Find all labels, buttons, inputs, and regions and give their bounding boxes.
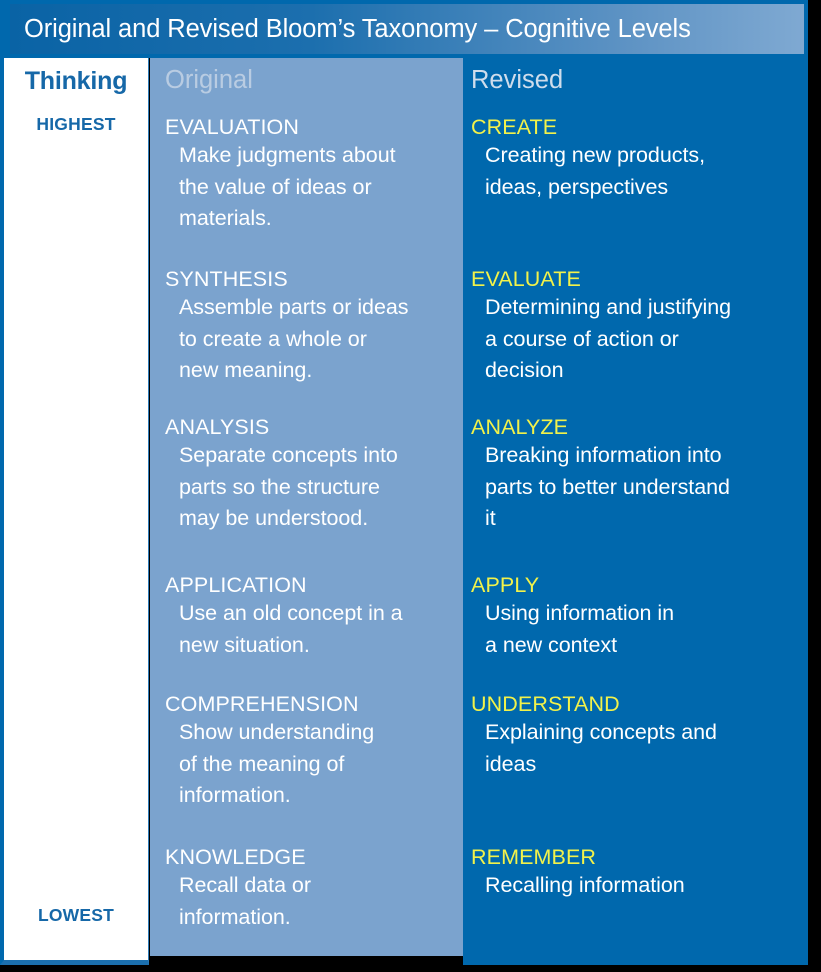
level-name: UNDERSTAND xyxy=(471,692,620,716)
level-row-revised-1: EVALUATE Determining and justifying a co… xyxy=(463,266,808,387)
level-name: EVALUATION xyxy=(165,115,300,139)
column-revised: Revised CREATE Creating new products, id… xyxy=(463,58,808,965)
level-description: Explaining concepts and ideas xyxy=(485,720,717,776)
level-description: Separate concepts into parts so the stru… xyxy=(179,443,398,530)
columns-container: Thinking HIGHEST LOWEST Original EVALUAT… xyxy=(0,58,808,968)
level-row-revised-0: CREATE Creating new products, ideas, per… xyxy=(463,114,808,203)
level-name: APPLICATION xyxy=(165,573,307,597)
level-name: ANALYZE xyxy=(471,415,569,439)
title-band: Original and Revised Bloom’s Taxonomy – … xyxy=(0,0,808,58)
level-description: Assemble parts or ideas to create a whol… xyxy=(179,295,409,382)
column-original: Original EVALUATION Make judgments about… xyxy=(150,58,463,956)
level-row-revised-4: UNDERSTAND Explaining concepts and ideas xyxy=(463,691,808,780)
level-row-revised-5: REMEMBER Recalling information xyxy=(463,844,808,902)
page-title: Original and Revised Bloom’s Taxonomy – … xyxy=(24,14,691,43)
level-description: Using information in a new context xyxy=(485,601,675,657)
level-name: CREATE xyxy=(471,115,558,139)
level-description: Determining and justifying a course of a… xyxy=(485,295,732,382)
level-name: SYNTHESIS xyxy=(165,267,288,291)
rank-label-lowest: LOWEST xyxy=(37,905,115,925)
level-description: Show understanding of the meaning of inf… xyxy=(179,720,375,807)
level-row-original-1: SYNTHESIS Assemble parts or ideas to cre… xyxy=(150,266,463,387)
level-row-original-0: EVALUATION Make judgments about the valu… xyxy=(150,114,463,235)
rank-label-highest: HIGHEST xyxy=(36,114,116,134)
level-description: Creating new products, ideas, perspectiv… xyxy=(485,143,705,199)
level-row-revised-3: APPLY Using information in a new context xyxy=(463,572,808,661)
level-description: Make judgments about the value of ideas … xyxy=(179,143,396,230)
column-header-revised: Revised xyxy=(471,66,564,94)
level-name: ANALYSIS xyxy=(165,415,270,439)
title-overlay: Original and Revised Bloom’s Taxonomy – … xyxy=(10,4,804,54)
level-row-original-4: COMPREHENSION Show understanding of the … xyxy=(150,691,463,812)
level-name: APPLY xyxy=(471,573,540,597)
level-row-original-3: APPLICATION Use an old concept in a new … xyxy=(150,572,463,661)
level-description: Recalling information xyxy=(485,873,685,897)
level-description: Breaking information into parts to bette… xyxy=(485,443,730,530)
level-name: KNOWLEDGE xyxy=(165,845,306,869)
column-thinking: Thinking HIGHEST LOWEST xyxy=(0,58,149,965)
level-description: Recall data or information. xyxy=(179,873,311,929)
column-header-thinking: Thinking xyxy=(24,67,128,95)
level-row-original-2: ANALYSIS Separate concepts into parts so… xyxy=(150,414,463,535)
level-description: Use an old concept in a new situation. xyxy=(179,601,403,657)
level-name: EVALUATE xyxy=(471,267,581,291)
column-header-original: Original xyxy=(165,66,253,94)
level-row-original-5: KNOWLEDGE Recall data or information. xyxy=(150,844,463,933)
level-row-revised-2: ANALYZE Breaking information into parts … xyxy=(463,414,808,535)
level-name: COMPREHENSION xyxy=(165,692,359,716)
level-name: REMEMBER xyxy=(471,845,597,869)
